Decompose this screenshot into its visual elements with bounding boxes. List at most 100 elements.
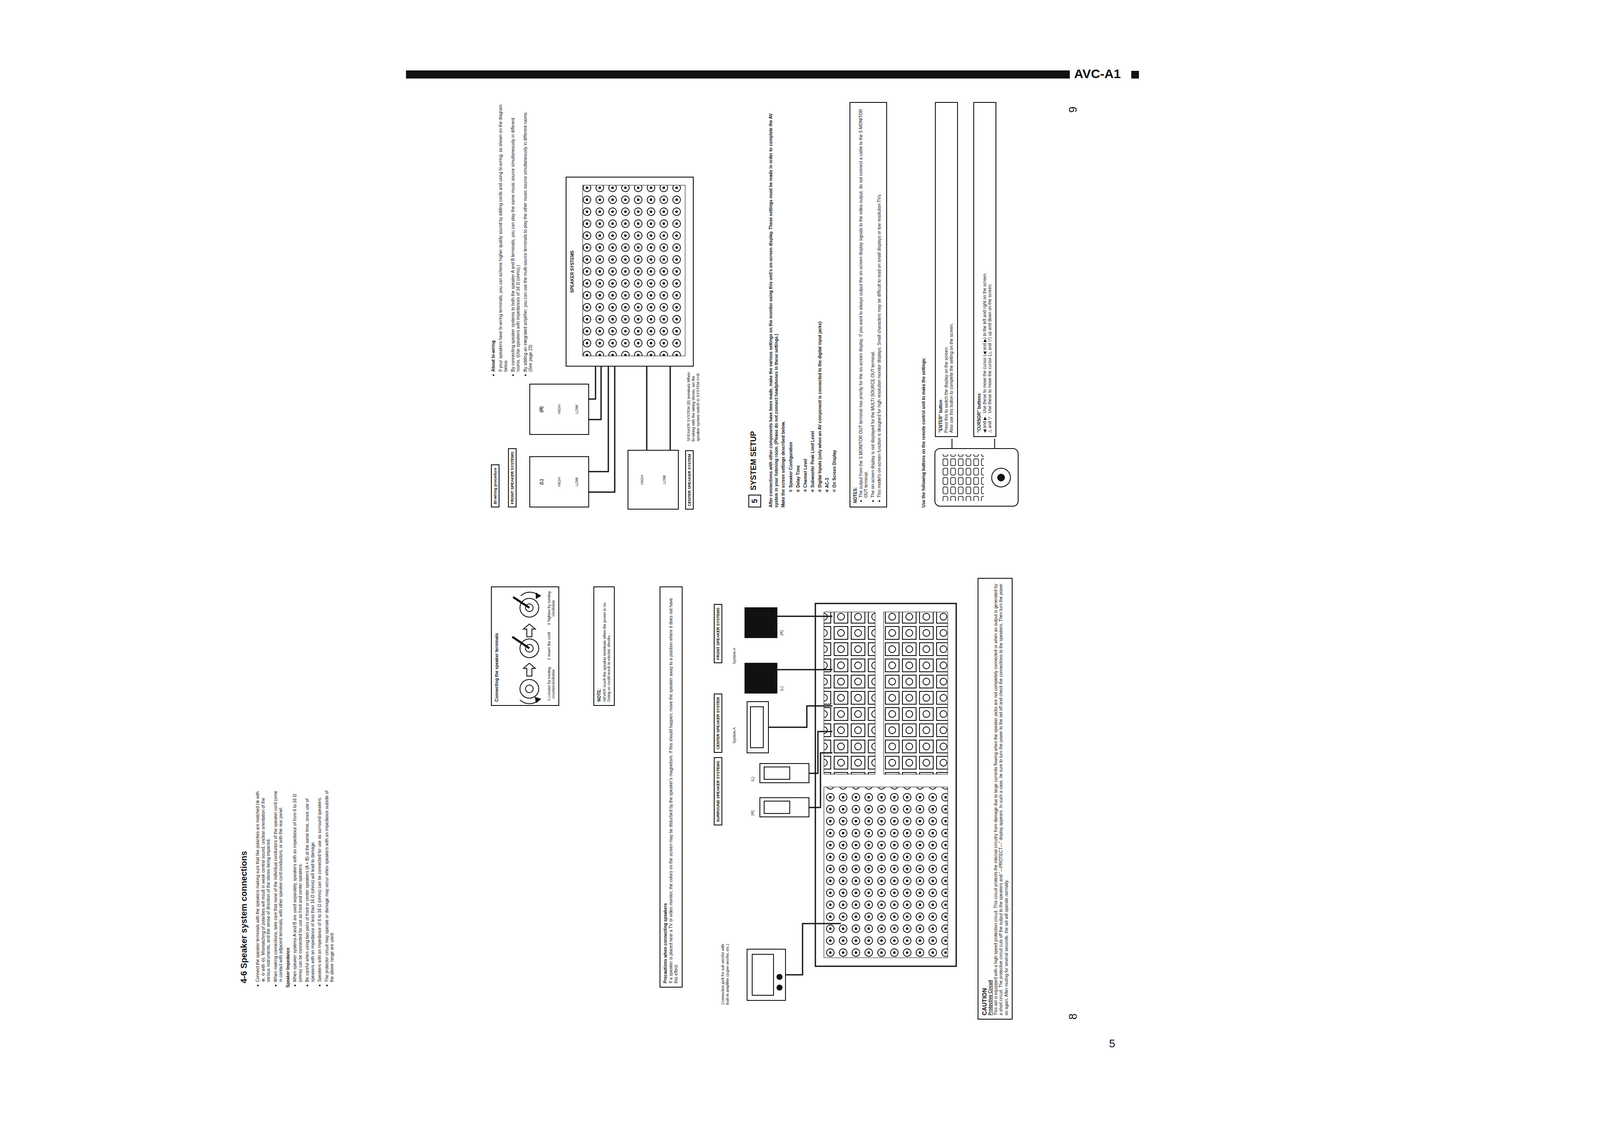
box-heading: Precautions when connecting speakers bbox=[662, 590, 669, 984]
list-item: ⑥ AC-3 bbox=[824, 102, 830, 508]
body-text: If your speakers have bi-wiring terminal… bbox=[498, 104, 509, 372]
box-text: HIGH bbox=[557, 477, 562, 488]
box-text: 1 Loosen by turning counterclockwise bbox=[546, 666, 557, 702]
speaker-box: (R) HIGH LOW bbox=[529, 383, 590, 436]
terminal-illustration bbox=[513, 597, 530, 608]
box-text: HIGH bbox=[557, 404, 562, 415]
box-heading: SURROUND SPEAKER SYSTEMS bbox=[715, 760, 721, 823]
box-text: The on-screen display is not displayed f… bbox=[870, 106, 876, 498]
speaker-wire bbox=[669, 366, 672, 450]
step-cell: 3 Tighten by turning clockwise bbox=[546, 590, 557, 627]
text-column: Connect the speaker terminals with the s… bbox=[255, 787, 337, 988]
body-text: Be careful when using two pairs of front… bbox=[304, 787, 316, 983]
box-text: 3 Tighten by turning clockwise bbox=[546, 590, 557, 627]
bullet-item: Speakers with an impedance of 6 to 16 Ω … bbox=[317, 787, 323, 988]
bullet-item: By adding an integrated amplifier, you c… bbox=[522, 104, 534, 378]
box-heading: Bi-wiring procedure bbox=[493, 467, 498, 505]
receiver-rear-panel bbox=[823, 612, 876, 775]
bullet-item: When speaker systems A and B are used se… bbox=[292, 787, 304, 988]
bullet-item: The output from the S MONITOR OUT termin… bbox=[858, 106, 870, 504]
section-title: SYSTEM SETUP bbox=[749, 431, 759, 491]
bullet-dot bbox=[492, 374, 495, 377]
bullet-dot bbox=[294, 984, 296, 987]
speaker-wire bbox=[589, 366, 615, 493]
body-text: By connecting speaker systems to both th… bbox=[510, 104, 522, 372]
receiver-box: SPEAKER SYSTEMS bbox=[565, 176, 694, 367]
terminal-illustration bbox=[523, 663, 536, 677]
box-text: LOW bbox=[662, 475, 667, 485]
box-heading: FRONT SPEAKER SYSTEMS bbox=[715, 607, 721, 660]
body-text: Connect the speaker terminals with the s… bbox=[255, 787, 272, 983]
bullet-dot bbox=[860, 500, 862, 503]
subwoofer bbox=[747, 949, 786, 1001]
list-item: ⑤ Digital Inputs (only when an AV compon… bbox=[817, 102, 823, 508]
box-heading: 5 bbox=[750, 499, 760, 504]
center-speaker bbox=[747, 701, 769, 754]
bullet-dot bbox=[872, 500, 874, 503]
indented-item: If your speakers have bi-wiring terminal… bbox=[498, 104, 509, 378]
box-text: Protective Circuit bbox=[987, 582, 994, 1016]
bullet-dot bbox=[524, 374, 527, 377]
box-heading: NOTES: bbox=[852, 106, 859, 504]
bullet-dot bbox=[318, 984, 321, 987]
speaker-wire bbox=[589, 366, 596, 400]
intro-text: Make the screen settings described below… bbox=[780, 102, 787, 508]
body-text: When speaker systems A and B are used se… bbox=[292, 787, 304, 983]
callout-text: SPEAKER SYSTEM (B) terminals When bi-wir… bbox=[686, 370, 701, 442]
remote-control bbox=[994, 438, 996, 449]
speaker-box: (L)HIGHLOW bbox=[529, 456, 590, 508]
channel-label: (L) bbox=[750, 776, 756, 782]
box-text: If a speaker is placed near a TV or vide… bbox=[668, 590, 680, 984]
header-bar bbox=[405, 70, 1070, 79]
bullet-item: Be careful when using two pairs of front… bbox=[304, 787, 316, 988]
section-title: 4-6 Speaker system connections bbox=[239, 851, 249, 984]
terminal-illustration bbox=[512, 636, 530, 649]
box-text: ◀ and ▶ : Use these to move the cursor (… bbox=[982, 106, 988, 433]
section-number-box: 5 bbox=[748, 494, 762, 508]
box-heading: (R) bbox=[539, 406, 545, 413]
bullet-item: The protector circuit may operate or dam… bbox=[324, 787, 336, 988]
speaker-wire bbox=[589, 366, 609, 472]
illustration-space bbox=[499, 590, 547, 702]
notes-box: NOTES:The output from the S MONITOR OUT … bbox=[849, 102, 888, 508]
step-cell: 1 Loosen by turning counterclockwise bbox=[546, 666, 557, 702]
group-tag: CENTER SPEAKER SYSTEM bbox=[713, 693, 723, 754]
list-item: ② Delay Time bbox=[795, 102, 801, 508]
bullet-item: When making connections, take care that … bbox=[273, 787, 284, 988]
button-box: "ENTER" buttonPress this to switch the d… bbox=[934, 102, 958, 438]
receiver-rear-panel bbox=[823, 787, 948, 958]
box-heading: "ENTER" button bbox=[938, 106, 944, 433]
subheading: Speaker Impedance bbox=[285, 787, 292, 988]
bullet-item: The on-screen display is not displayed f… bbox=[870, 106, 876, 504]
surround-speaker bbox=[764, 767, 790, 780]
box-text: The output from the S MONITOR OUT termin… bbox=[858, 106, 870, 498]
channel-label: (L) bbox=[779, 686, 785, 692]
speaker-wire bbox=[776, 616, 833, 618]
note-box: NOTE:NEVER touch the speaker terminals w… bbox=[593, 586, 615, 707]
body-text: By adding an integrated amplifier, you c… bbox=[522, 104, 534, 372]
box-text: This set is equipped with a high speed p… bbox=[993, 582, 1010, 1016]
section-tag: Bi-wiring procedure bbox=[490, 464, 500, 508]
speaker-wire bbox=[808, 731, 833, 774]
bullet-item: By connecting speaker systems to both th… bbox=[510, 104, 522, 378]
center-speaker bbox=[747, 701, 769, 754]
box-text: LOW bbox=[574, 477, 580, 487]
box-heading: Connecting the speaker terminals bbox=[494, 590, 500, 702]
system-label: System A bbox=[732, 727, 737, 744]
surround-speaker bbox=[764, 801, 790, 814]
system-label: System A bbox=[732, 648, 737, 665]
text-column: About bi-wiringIf your speakers have bi-… bbox=[490, 104, 536, 378]
subwoofer bbox=[752, 954, 774, 996]
bullet-dot bbox=[512, 374, 514, 377]
box-text: Press this to switch the display on the … bbox=[943, 106, 950, 433]
subwoofer bbox=[776, 985, 783, 991]
box-text: Also use this button to complete the set… bbox=[948, 106, 955, 433]
remote-control bbox=[934, 448, 1019, 507]
box-text: LOW bbox=[574, 405, 580, 415]
group-tag: SURROUND SPEAKER SYSTEMS bbox=[713, 757, 723, 826]
speaker-wire bbox=[776, 669, 833, 671]
speaker-wire bbox=[808, 753, 833, 808]
speaker-wire bbox=[785, 923, 841, 976]
body-text: When making connections, take care that … bbox=[273, 787, 284, 983]
box-text: This model's on-screen function is desig… bbox=[876, 106, 883, 498]
